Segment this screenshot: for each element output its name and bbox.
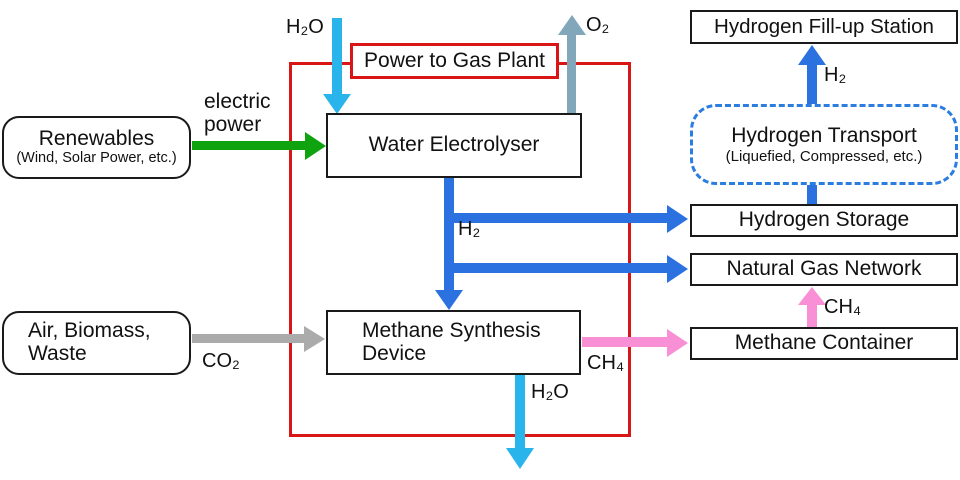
node-hydrogen-fillup-station: Hydrogen Fill-up Station xyxy=(690,10,958,44)
h2-trunk-label: H₂ xyxy=(458,218,481,240)
ch4-to-network-label: CH₄ xyxy=(824,296,862,318)
node-methane-synthesis: Methane Synthesis Device xyxy=(326,310,581,375)
co2-label: CO₂ xyxy=(202,350,240,372)
hydrogen-transport-subtitle: (Liquefied, Compressed, etc.) xyxy=(725,147,923,165)
node-hydrogen-storage: Hydrogen Storage xyxy=(690,204,958,237)
h2o-inlet-arrow-head-icon xyxy=(323,94,351,114)
h2-to-fillup-arrow-head-icon xyxy=(798,45,826,65)
water-electrolyser-title: Water Electrolyser xyxy=(368,133,540,157)
methane-synthesis-line1: Methane Synthesis xyxy=(362,318,541,342)
ch4-to-container-arrow-head-icon xyxy=(667,329,688,357)
h2o-inlet-label: H₂O xyxy=(286,16,324,38)
o2-outlet-arrow-head-icon xyxy=(558,15,586,35)
electric-power-label-line2: power xyxy=(204,113,262,136)
h2o-outlet-label: H₂O xyxy=(531,381,569,403)
renewables-title: Renewables xyxy=(38,127,155,151)
co2-arrow-head-icon xyxy=(304,326,325,352)
plant-boundary-label: Power to Gas Plant xyxy=(350,43,559,79)
plant-boundary-label-text: Power to Gas Plant xyxy=(364,49,545,72)
ch4-to-container-label: CH₄ xyxy=(587,352,625,374)
natural-gas-network-title: Natural Gas Network xyxy=(726,257,922,281)
h2-to-storage-arrow-head-icon xyxy=(667,205,688,233)
h2-to-storage-arrow-shaft xyxy=(444,213,668,223)
h2-to-fillup-label: H₂ xyxy=(824,64,847,86)
hydrogen-fillup-title: Hydrogen Fill-up Station xyxy=(714,14,934,38)
h2o-inlet-arrow-shaft xyxy=(332,18,342,96)
node-hydrogen-transport: Hydrogen Transport (Liquefied, Compresse… xyxy=(690,104,958,185)
co2-arrow-shaft xyxy=(192,334,305,343)
node-natural-gas-network: Natural Gas Network xyxy=(690,253,958,286)
electric-power-label-line1: electric xyxy=(204,90,271,113)
electric-power-arrow-head-icon xyxy=(305,132,326,160)
h2-to-network-arrow-shaft xyxy=(444,263,668,273)
h2-trunk-arrow-shaft xyxy=(444,178,454,292)
methane-container-title: Methane Container xyxy=(734,331,914,355)
renewables-subtitle: (Wind, Solar Power, etc.) xyxy=(16,150,177,166)
air-biomass-line2: Waste xyxy=(28,342,87,365)
ch4-to-network-arrow-shaft xyxy=(807,303,817,327)
hydrogen-storage-title: Hydrogen Storage xyxy=(738,208,910,232)
node-air-biomass-waste: Air, Biomass, Waste xyxy=(2,311,191,375)
node-methane-container: Methane Container xyxy=(690,327,958,360)
h2o-outlet-arrow-shaft xyxy=(515,375,525,449)
h2-to-fillup-arrow-shaft xyxy=(807,63,817,104)
h2-to-network-arrow-head-icon xyxy=(667,255,688,283)
node-water-electrolyser: Water Electrolyser xyxy=(326,113,582,178)
h2-trunk-arrow-head-icon xyxy=(435,290,463,310)
methane-synthesis-line2: Device xyxy=(362,341,427,365)
ch4-to-container-arrow-shaft xyxy=(582,337,668,347)
h2o-outlet-arrow-head-icon xyxy=(506,448,534,469)
hydrogen-transport-title: Hydrogen Transport xyxy=(731,123,917,147)
node-renewables: Renewables (Wind, Solar Power, etc.) xyxy=(2,116,191,179)
air-biomass-line1: Air, Biomass, xyxy=(28,319,151,343)
o2-outlet-label: O₂ xyxy=(586,14,610,36)
storage-transport-connector xyxy=(807,183,817,204)
electric-power-arrow-shaft xyxy=(192,141,306,150)
o2-outlet-arrow-shaft xyxy=(567,33,576,113)
ch4-to-network-arrow-head-icon xyxy=(798,287,826,305)
